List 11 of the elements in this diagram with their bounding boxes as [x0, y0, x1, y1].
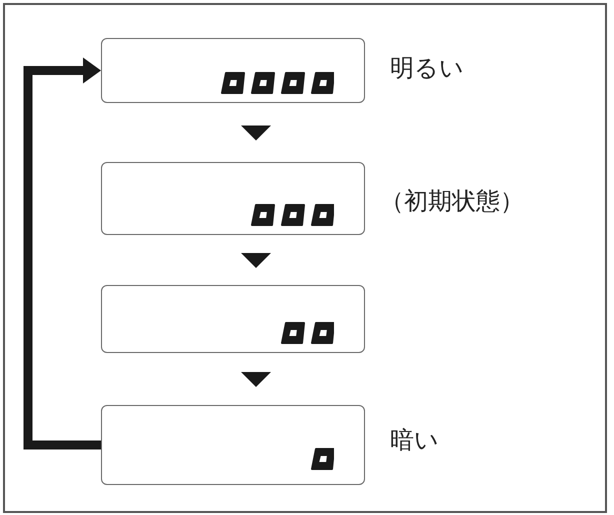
- down-arrow: [241, 372, 271, 387]
- display-panel: [101, 405, 365, 485]
- display-panel: [101, 38, 365, 103]
- brightness-label: （初期状態）: [380, 186, 524, 217]
- brightness-label: 明るい: [390, 53, 464, 84]
- loop-arrow: [24, 58, 101, 450]
- down-arrow: [241, 253, 271, 268]
- display-panel: [101, 285, 365, 353]
- down-arrow: [241, 126, 271, 140]
- brightness-label: 暗い: [390, 425, 439, 456]
- display-panel: [101, 162, 365, 235]
